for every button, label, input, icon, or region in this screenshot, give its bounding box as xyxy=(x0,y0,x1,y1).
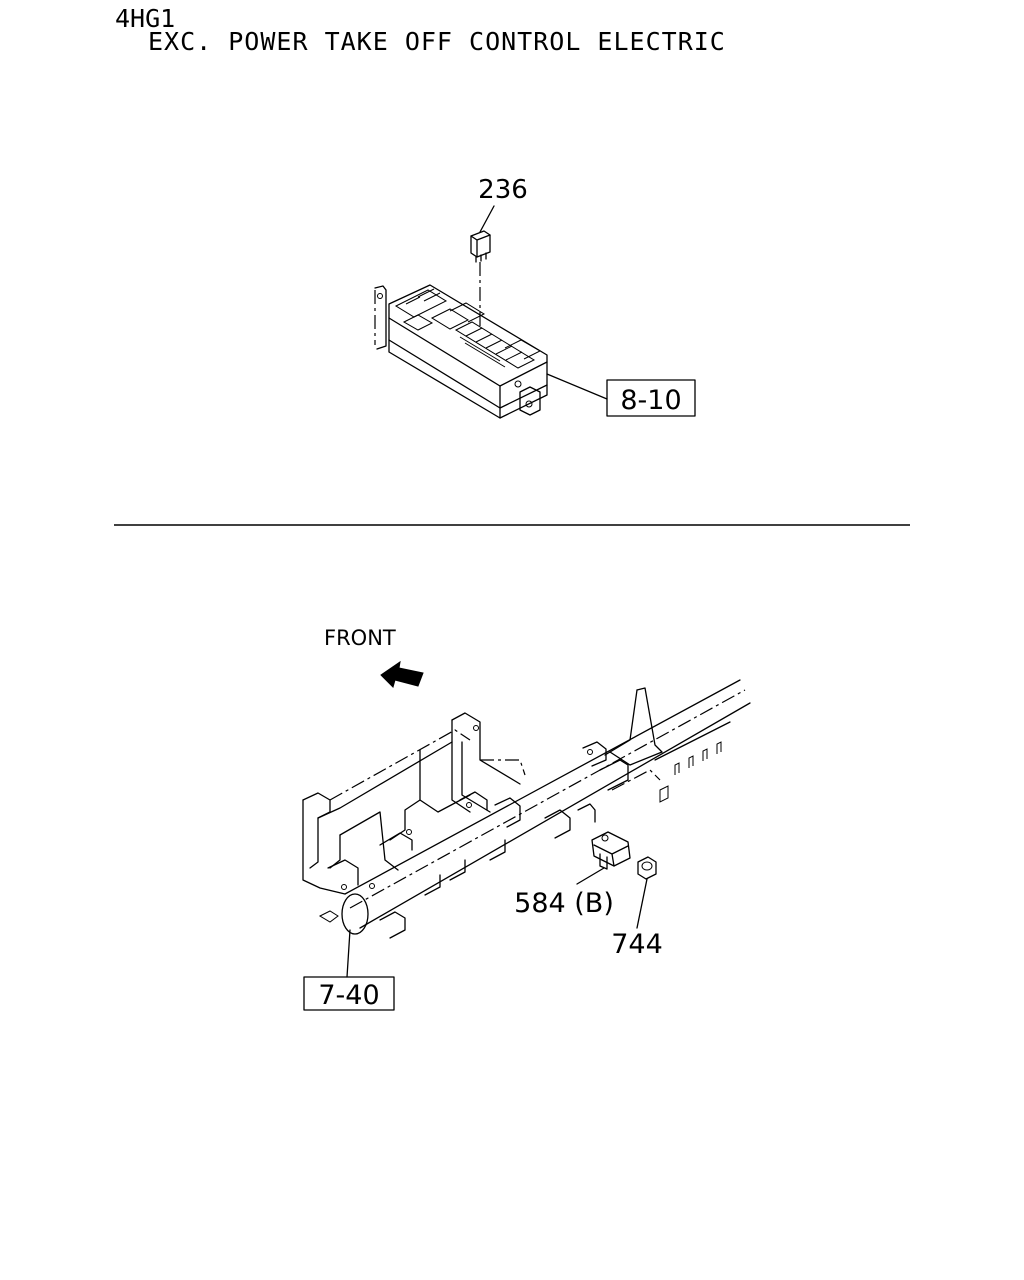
diagram-caption: EXC. POWER TAKE OFF CONTROL ELECTRIC xyxy=(148,27,726,56)
ref-box-7-40 xyxy=(303,976,395,1011)
nut-744-part xyxy=(637,856,657,880)
switch-584b-leader-line xyxy=(576,867,605,885)
callout-744-label: 744 xyxy=(611,929,663,960)
nut-744-leader-line xyxy=(636,878,648,929)
frame-leader-line xyxy=(346,929,351,978)
ref-box-8-10 xyxy=(606,379,696,417)
relay-236-leader-line xyxy=(479,205,495,233)
ref-8-10-label: 8-10 xyxy=(620,385,681,416)
front-arrow-icon xyxy=(380,660,424,688)
fuse-box-leader-line xyxy=(546,373,608,400)
callout-584b-label: 584 (B) xyxy=(514,888,614,919)
switch-584b-part xyxy=(591,831,631,870)
fuse-box-part xyxy=(374,284,548,419)
front-direction-label: FRONT xyxy=(324,626,396,650)
callout-236-label: 236 xyxy=(478,175,528,205)
relay-236-part xyxy=(470,230,491,263)
chassis-frame-part xyxy=(302,679,751,939)
model-code: 4HG1 xyxy=(115,4,176,33)
ref-7-40-label: 7-40 xyxy=(318,980,379,1011)
